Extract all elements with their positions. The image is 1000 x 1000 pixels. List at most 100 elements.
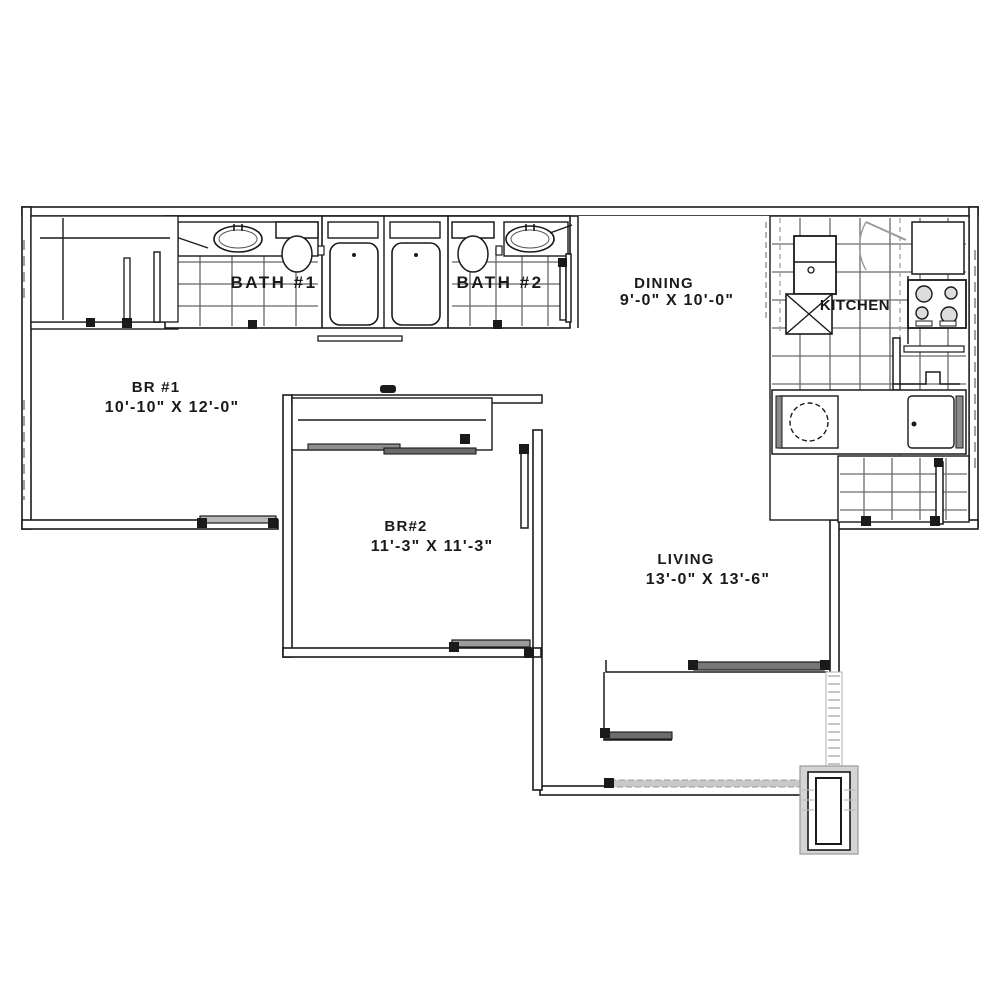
bath2-door-panel[interactable]	[565, 253, 572, 323]
br2-closet-marker	[380, 385, 396, 393]
tub1-drain	[352, 253, 356, 257]
range-control-left	[915, 320, 933, 327]
interior-wall-br1-hall	[30, 321, 179, 330]
refrigerator-icon	[911, 221, 965, 275]
br2-closet-outline	[291, 397, 493, 451]
washer-drum	[789, 402, 829, 442]
burner-3	[915, 306, 929, 320]
dryer-door	[955, 395, 964, 449]
bath1-doorstop	[248, 320, 257, 329]
range-icon	[907, 279, 967, 329]
tub1-ledge	[327, 221, 379, 239]
living-closet-hinge	[600, 728, 610, 738]
oval-sink-inner-bath2	[510, 229, 550, 249]
label-living-dimensions: 13'-0" X 13'-6"	[646, 571, 770, 588]
br2-door-panel[interactable]	[520, 449, 529, 529]
interior-wall-br2-left	[282, 394, 293, 658]
br2-closet-slider-left[interactable]	[307, 443, 401, 451]
dryer-knob	[911, 421, 917, 427]
interior-wall-br2-bottom	[282, 647, 542, 658]
balcony-slider-stop-right	[820, 660, 830, 670]
living-lower-wall	[603, 672, 672, 741]
label-dining-name: DINING	[634, 275, 694, 292]
balcony-storage-inner	[815, 777, 842, 845]
washer-door	[775, 395, 783, 449]
label-br2-dimensions: 11'-3" X 11'-3"	[371, 538, 494, 555]
br1-side-closet-door[interactable]	[153, 251, 161, 323]
label-bath2-name: BATH #2	[456, 273, 543, 292]
bathtub-icon-2	[391, 242, 441, 326]
br1-door-stop	[268, 518, 278, 528]
bath1-wall-stub	[317, 245, 325, 256]
bath1-mirror-edge	[175, 236, 209, 249]
exterior-wall-top	[21, 206, 979, 217]
label-living-name: LIVING	[657, 551, 714, 568]
entry-threshold-stop	[930, 516, 940, 526]
balcony-slider-stop-left	[688, 660, 698, 670]
br1-closet-doorstop	[86, 318, 95, 327]
br1-entry-door[interactable]	[197, 515, 278, 528]
patio-slider-panel[interactable]	[609, 779, 821, 788]
br1-door-hinge	[197, 518, 207, 528]
dryer-icon	[907, 395, 955, 449]
br2-bottom-door-stop	[524, 648, 534, 658]
label-dining-dimensions: 9'-0" X 10'-0"	[620, 292, 734, 309]
br2-bottom-door-hinge	[449, 642, 459, 652]
interior-wall-center-vertical	[532, 429, 543, 791]
kitchen-wall-stub	[892, 337, 901, 391]
entry-door-stop	[861, 516, 871, 526]
room-labels: BR #1 10'-10" X 12'-0" BR#2 11'-3" X 11'…	[105, 273, 890, 588]
br2-entry-door[interactable]	[519, 444, 529, 529]
bath2-mirror-edge	[549, 224, 573, 234]
br2-closet-stop	[460, 434, 470, 444]
bath2-doorstop	[493, 320, 502, 329]
br1-wardrobe-bar	[123, 257, 131, 325]
kitchen-nook-edge	[893, 371, 960, 385]
bath2-tile-floor	[452, 248, 566, 326]
label-br1-name: BR #1	[132, 379, 181, 396]
entry-foyer	[837, 455, 970, 526]
br1-wardrobe-stop	[122, 318, 132, 328]
br2-door-hinge	[519, 444, 529, 454]
toilet-bowl-bath2	[457, 235, 489, 273]
window-details	[23, 222, 976, 500]
label-bath1-name: BATH #1	[230, 273, 317, 292]
range-control-right	[939, 320, 957, 327]
label-br1-dimensions: 10'-10" X 12'-0"	[105, 399, 240, 416]
living-closet-door[interactable]	[603, 731, 673, 740]
dishwasher-x2	[785, 293, 833, 335]
living-alcove-wall	[605, 660, 828, 673]
balcony-lower-hatch	[802, 789, 856, 811]
washer-icon	[779, 395, 839, 449]
burner-2	[944, 286, 958, 300]
foyer-tile-floor	[840, 458, 967, 520]
toilet-bowl-bath1	[281, 235, 313, 273]
bathtub-icon-1	[329, 242, 379, 326]
kitchen-counter-lower	[903, 345, 965, 353]
kitchen-sink-icon	[793, 235, 837, 295]
entry-door-hinge	[934, 458, 943, 467]
patio-slider-stop	[604, 778, 614, 788]
label-br2-name: BR#2	[384, 518, 427, 535]
br2-closet-slider-right[interactable]	[383, 447, 477, 455]
living-room-openings	[600, 660, 830, 788]
oval-sink-inner-bath1	[218, 229, 258, 249]
bath1-threshold	[317, 335, 403, 342]
balcony-patio	[799, 671, 859, 855]
foyer-outline	[837, 455, 970, 523]
br1-door-leaf[interactable]	[199, 515, 277, 524]
br2-bottom-door[interactable]	[449, 639, 534, 658]
dining-floor	[578, 216, 774, 328]
br1-side-door-panel[interactable]	[153, 251, 161, 323]
bath2-door-jamb	[559, 261, 567, 321]
bath2-door-hinge	[558, 258, 567, 267]
balcony-slider-panel[interactable]	[693, 661, 825, 671]
kitchen-door-leaf[interactable]	[865, 221, 907, 241]
br2-bottom-door-leaf[interactable]	[451, 639, 531, 648]
balcony-rail-hatch	[828, 675, 840, 765]
entry-door-leaf[interactable]	[935, 461, 944, 525]
label-kitchen-name: KITCHEN	[820, 297, 890, 314]
tub2-ledge	[389, 221, 441, 239]
